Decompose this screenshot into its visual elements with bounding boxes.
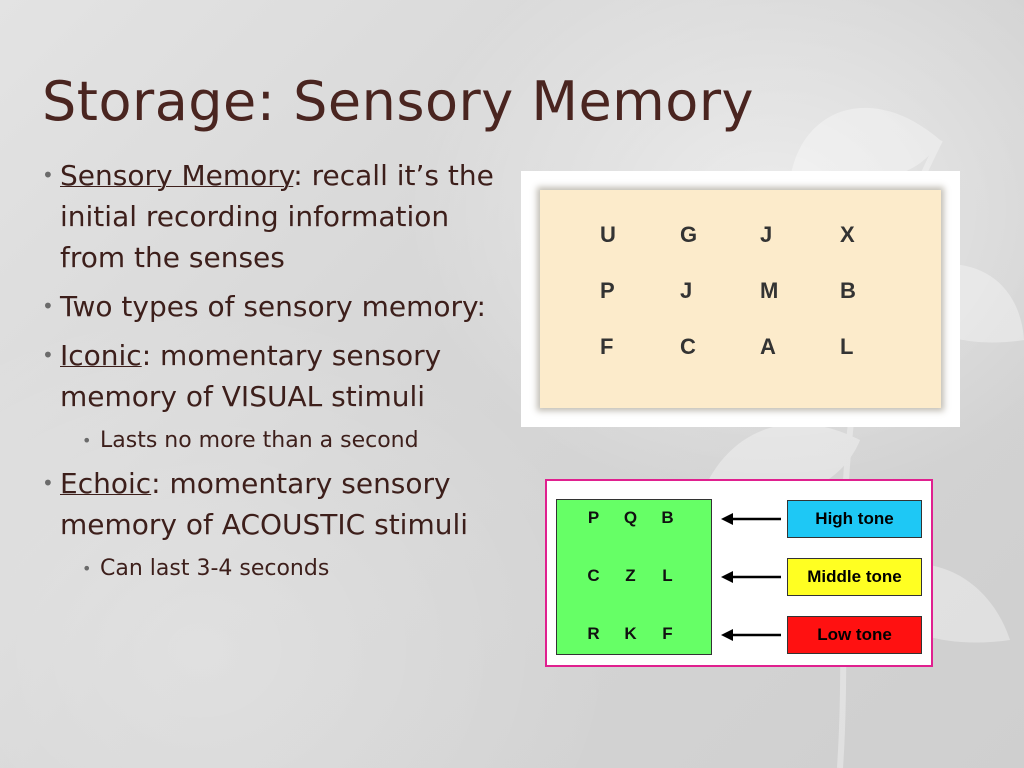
grid-letter: F [600,334,614,359]
grid-letter: C [680,334,696,359]
bullet-two-types: Two types of sensory memory: [40,286,510,327]
box-letter: R [587,624,600,643]
letter-row: P Q B [557,508,713,528]
box-letter: Q [623,508,638,527]
slide-title: Storage: Sensory Memory [42,70,754,133]
arrow-left-icon [721,513,781,525]
tone-low: Low tone [787,616,922,654]
grid-letter: J [760,222,773,247]
iconic-letter-figure: U G J X P J M B F C A L [521,171,960,427]
letter-row: R K F [557,624,713,644]
bullet-list: Sensory Memory: recall it’s the initial … [40,155,510,591]
bullet-sensory-memory: Sensory Memory: recall it’s the initial … [40,155,510,278]
box-letter: P [587,508,600,527]
tone-middle: Middle tone [787,558,922,596]
term-echoic: Echoic [60,467,152,500]
box-letter: K [624,624,637,643]
iconic-letter-grid: U G J X P J M B F C A L [600,222,900,390]
term-iconic: Iconic [60,339,142,372]
grid-letter: J [680,278,693,303]
grid-letter: G [680,222,698,247]
bullet-echoic: Echoic: momentary sensory memory of ACOU… [40,463,510,545]
grid-letter: M [760,278,779,303]
tone-high: High tone [787,500,922,538]
arrow-left-icon [721,571,781,583]
bullet-iconic: Iconic: momentary sensory memory of VISU… [40,335,510,417]
box-letter: Z [625,566,636,585]
grid-letter: P [600,278,615,303]
box-letter: C [587,566,600,585]
bullet-text: Two types of sensory memory: [60,290,486,323]
box-letter: L [662,566,673,585]
bullet-text: : momentary sensory memory of VISUAL sti… [60,339,442,413]
letter-row: C Z L [557,566,713,586]
sub-bullet-iconic-duration: Lasts no more than a second [40,425,510,457]
arrow-left-icon [721,629,781,641]
bullet-text: : recall it’s the initial recording info… [60,159,494,274]
sub-bullet-echoic-duration: Can last 3-4 seconds [40,553,510,585]
echoic-letter-box: P Q B C Z L R K F [556,499,712,655]
grid-letter: U [600,222,616,247]
bullet-text: : momentary sensory memory of ACOUSTIC s… [60,467,469,541]
box-letter: F [662,624,673,643]
box-letter: B [661,508,674,527]
grid-letter: L [840,334,854,359]
grid-letter: B [840,278,856,303]
grid-letter: A [760,334,776,359]
term-sensory-memory: Sensory Memory [60,159,294,192]
iconic-letter-card: U G J X P J M B F C A L [540,190,941,408]
echoic-tone-figure: P Q B C Z L R K F [545,479,933,667]
grid-letter: X [840,222,855,247]
